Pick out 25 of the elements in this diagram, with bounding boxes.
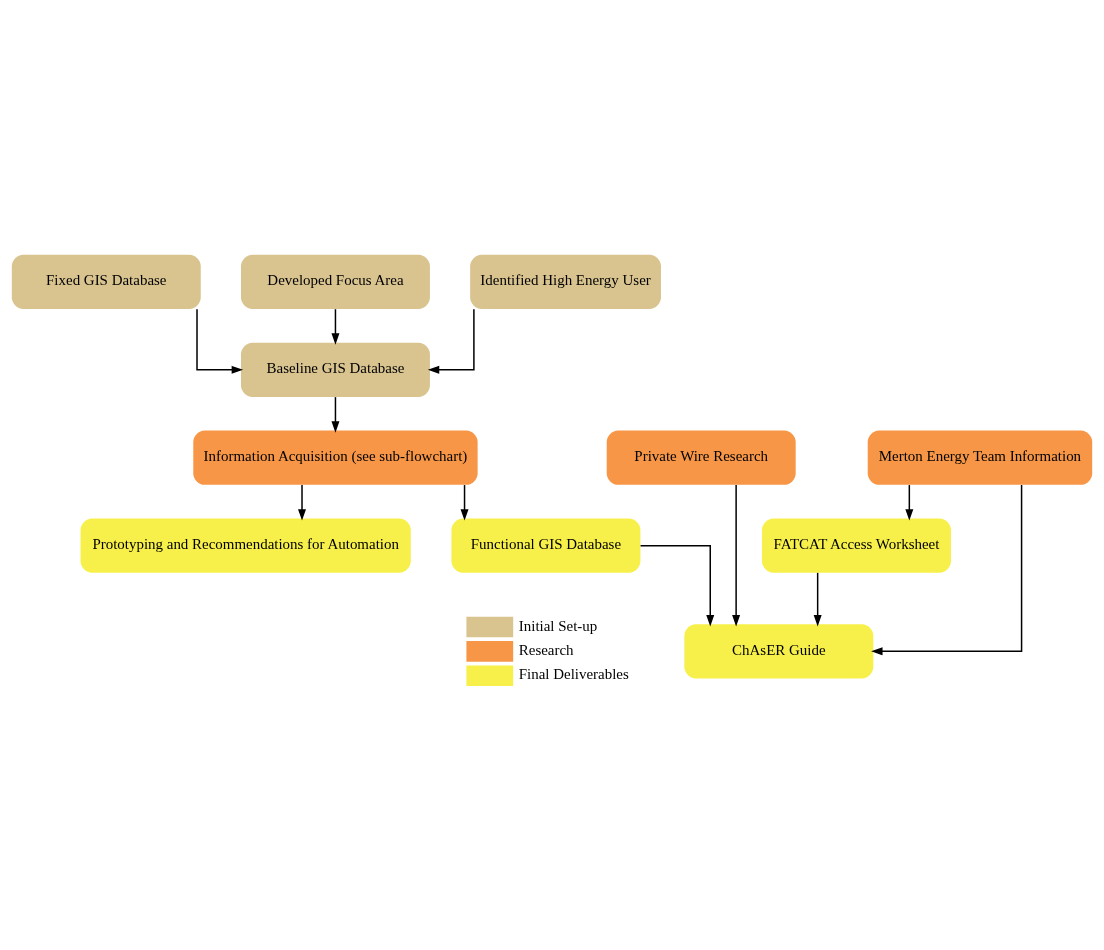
legend-label: Initial Set-up — [518, 617, 598, 634]
node-box: Prototyping and Recommendations for Automation — [80, 518, 411, 573]
node-box: FATCAT Access Worksheet — [762, 518, 951, 573]
node-box: Information Acquisition (see sub-flowchart) — [193, 430, 478, 485]
node-box: Merton Energy Team Information — [867, 430, 1093, 485]
node-box: ChAsER Guide — [684, 623, 874, 678]
arrow — [427, 307, 475, 374]
arrow — [871, 483, 1023, 655]
legend-label: Research — [518, 641, 574, 658]
node-box: Functional GIS Database — [451, 518, 641, 573]
node-box: Private Wire Research — [606, 430, 796, 485]
arrow — [460, 483, 469, 521]
arrow — [639, 544, 715, 626]
node-box: Developed Focus Area — [240, 254, 430, 309]
node-box: Identified High Energy User — [470, 254, 661, 309]
arrow — [196, 307, 244, 374]
node-box: Baseline GIS Database — [240, 342, 430, 397]
arrow — [813, 571, 822, 626]
arrow — [905, 483, 914, 521]
arrow — [298, 483, 306, 521]
legend-label: Final Deliverables — [518, 665, 629, 682]
arrow — [331, 395, 340, 433]
arrow — [732, 483, 741, 626]
arrow — [331, 307, 340, 345]
node-box: Fixed GIS Database — [11, 254, 201, 309]
